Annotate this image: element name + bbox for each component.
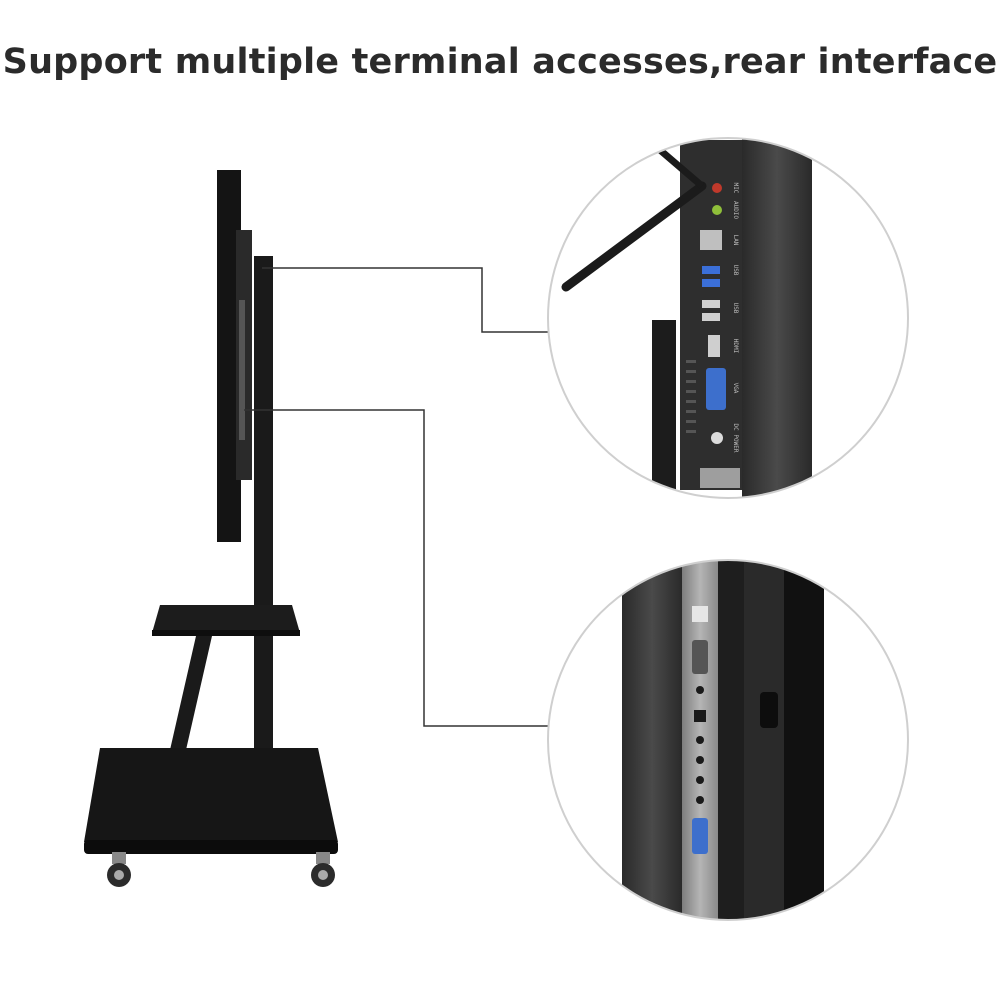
stand-shelf [152,605,300,633]
lan-port [700,230,722,250]
caster-wheel [311,852,335,887]
dc-power-jack [711,432,723,444]
audio-jack [696,686,704,694]
port-label: USB [732,303,739,314]
usb-port [702,279,720,287]
vga-port [706,368,726,410]
port-label: AUDIO [732,201,739,219]
upper-interface-callout: MIC AUDIO LAN USB USB HDMI VGA DC POWER [547,137,909,499]
port-label: LAN [732,235,739,246]
serial-port [692,640,708,674]
audio-jack [712,205,722,215]
vga-port [692,818,708,854]
hdmi-port [708,335,720,357]
mic-jack [712,183,722,193]
callout-circle-upper [547,137,909,499]
stand-column [254,256,273,836]
callout-connectors [244,267,548,727]
usb-port [702,313,720,321]
page-title: Support multiple terminal accesses,rear … [2,42,998,82]
caster-wheel [107,852,131,887]
usb-port [702,266,720,274]
audio-jack [696,776,704,784]
port-label: HDMI [732,339,739,354]
usb-b-port [692,606,708,622]
port-label: USB [732,265,739,276]
callout-circle-lower [547,559,909,921]
audio-jack [696,796,704,804]
port-label: MIC [732,183,739,194]
wifi-antenna [561,181,707,292]
stand-base [84,748,338,842]
connector-line-upper [262,267,548,333]
connector-line-lower [244,409,548,727]
audio-jack [696,736,704,744]
port-label: VGA [732,383,739,394]
usb-port [702,300,720,308]
tv-stand [84,170,338,887]
lower-interface-callout [547,559,909,921]
optical-port [694,710,706,722]
audio-jack [696,756,704,764]
port-label: DC POWER [732,424,739,453]
